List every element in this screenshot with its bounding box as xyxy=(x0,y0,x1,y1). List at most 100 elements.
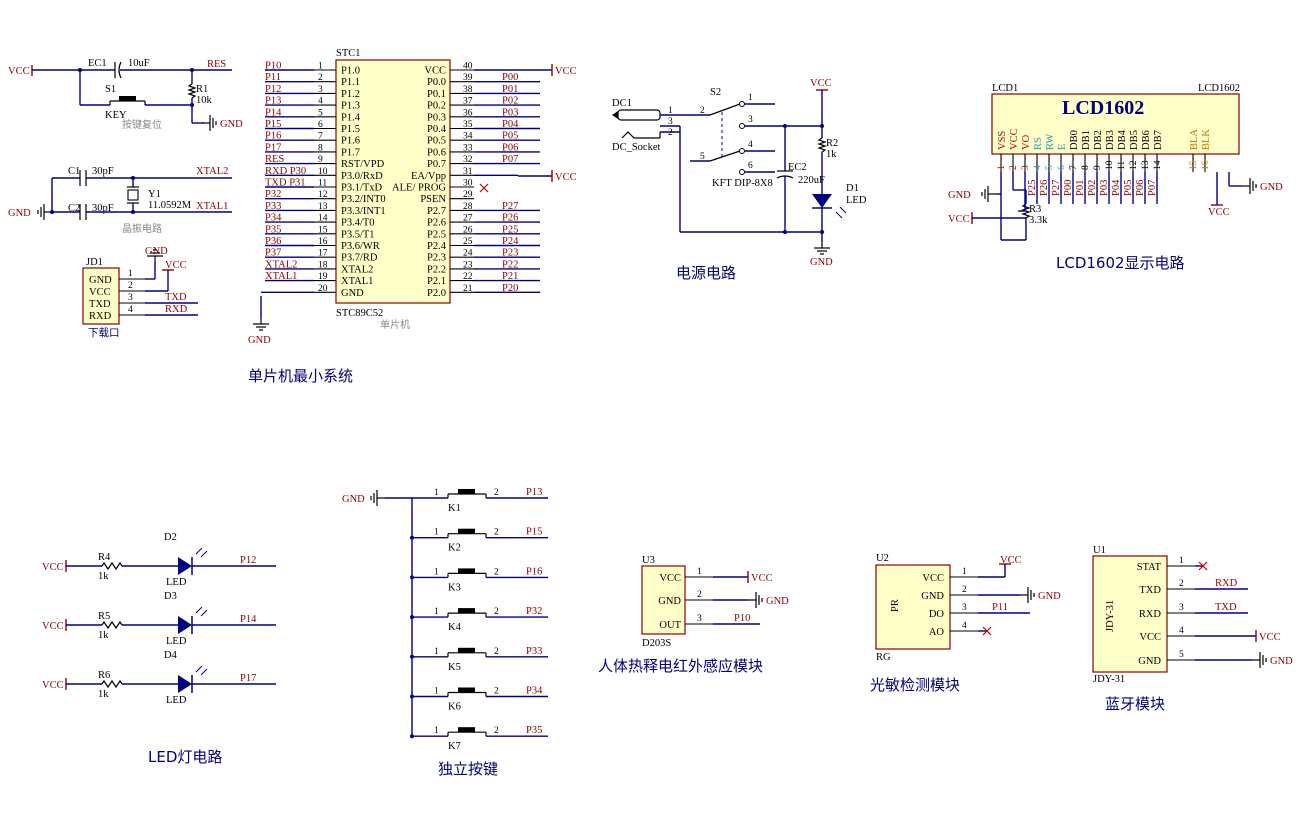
vcc-label: VCC xyxy=(948,214,970,225)
led-ref: D4 xyxy=(164,650,178,661)
mcu-net-label: P03 xyxy=(502,107,518,118)
led-ray xyxy=(200,550,208,558)
caption-mcu: 单片机最小系统 xyxy=(248,367,353,385)
jd1-pin-rxd: RXD xyxy=(89,311,112,322)
lcd-pin-number: 8 xyxy=(1081,165,1091,170)
mcu-net-label: RES xyxy=(265,154,284,165)
reset-note: 按键复位 xyxy=(122,118,162,131)
lcd-net-label: P27 xyxy=(1051,180,1062,196)
c1-value: 30pF xyxy=(92,166,114,177)
mcu-pin-number: 14 xyxy=(318,214,328,224)
mcu-pin-name: P1.7 xyxy=(341,147,360,158)
led-resistor-value: 1k xyxy=(98,689,109,700)
caption-power: 电源电路 xyxy=(676,264,736,282)
led-net-label: P14 xyxy=(240,614,257,625)
mcu-net-label: P00 xyxy=(502,72,518,83)
dc1-pin-3: 3 xyxy=(668,117,673,127)
bt-pin-number: 1 xyxy=(1179,556,1184,566)
xtal1-net: XTAL1 xyxy=(196,201,228,212)
mcu-pin-name: P3.0/RxD xyxy=(341,171,383,182)
key-ref: K1 xyxy=(448,503,461,514)
mcu-net-label: P10 xyxy=(265,61,281,72)
gnd-label: GND xyxy=(8,208,31,219)
mcu-pin-name: P2.4 xyxy=(427,241,447,252)
pir-pin-name: OUT xyxy=(659,620,681,631)
download-note: 下载口 xyxy=(88,327,120,339)
key-pin-1: 1 xyxy=(434,607,439,617)
gnd-label: GND xyxy=(1038,591,1061,602)
lcd-pin-number: 14 xyxy=(1153,160,1163,170)
s2-pin-5: 5 xyxy=(700,152,705,162)
mcu-pin-number: 5 xyxy=(318,108,323,118)
mcu-pin-number: 20 xyxy=(318,284,328,294)
key-ref: K7 xyxy=(448,741,461,752)
mcu-net-label: P12 xyxy=(265,84,281,95)
mcu-pin-name: P2.6 xyxy=(427,218,446,229)
led-ref: D3 xyxy=(164,591,177,602)
mcu-net-label: P16 xyxy=(265,131,281,142)
light-pin-name: VCC xyxy=(922,573,944,584)
mcu-pin-number: 36 xyxy=(463,108,473,118)
lcd-pin-number: 3 xyxy=(1021,165,1031,170)
led-resistor-ref: R5 xyxy=(98,611,110,622)
led-resistor-ref: R6 xyxy=(98,670,110,681)
mcu-pin-name: P1.3 xyxy=(341,101,360,112)
led-diode xyxy=(178,557,192,575)
mcu-net-label: XTAL2 xyxy=(265,259,297,270)
dc1-value: DC_Socket xyxy=(612,142,660,153)
u3-ref: U3 xyxy=(642,555,655,566)
led-value: LED xyxy=(166,695,187,706)
mcu-pin-number: 34 xyxy=(463,132,473,142)
mcu-pin-number: 27 xyxy=(463,214,473,224)
key-pin-1: 1 xyxy=(434,687,439,697)
mcu-pin-name: RST/VPD xyxy=(341,159,385,170)
key-pin-1: 1 xyxy=(434,647,439,657)
mcu-net-label: P17 xyxy=(265,142,281,153)
key-net-label: P13 xyxy=(526,487,542,498)
mcu-pin-name: P2.3 xyxy=(427,253,446,264)
mcu-net-label: P06 xyxy=(502,142,518,153)
y1-value: 11.0592M xyxy=(148,200,192,211)
mcu-pin-number: 9 xyxy=(318,155,323,165)
d1-ref: D1 xyxy=(846,183,859,194)
led-ray xyxy=(195,606,203,614)
led-resistor-value: 1k xyxy=(98,630,109,641)
bt-pin-number: 4 xyxy=(1179,626,1184,636)
lcd-pin-name: DB6 xyxy=(1141,130,1152,150)
mcu-net-label: P13 xyxy=(265,96,281,107)
jd1-pin-vcc: VCC xyxy=(89,287,111,298)
u1-part: JDY-31 xyxy=(1093,674,1125,685)
lcd-pin-name: BLK xyxy=(1201,129,1212,150)
caption-keys: 独立按键 xyxy=(438,760,498,778)
bt-pin-name: STAT xyxy=(1137,562,1162,573)
vcc-label: VCC xyxy=(1000,555,1022,566)
mcu-pin-number: 8 xyxy=(318,143,323,153)
key-pin-1: 1 xyxy=(434,528,439,538)
vcc-label: VCC xyxy=(42,562,64,573)
led-resistor-ref: R4 xyxy=(98,552,111,563)
mcu-pin-number: 18 xyxy=(318,260,328,270)
mcu-pin-number: 19 xyxy=(318,272,328,282)
pir-pin-name: GND xyxy=(658,596,681,607)
lcd-pin-name: RW xyxy=(1045,134,1056,150)
bt-net-label: RXD xyxy=(1215,578,1238,589)
key-pin-2: 2 xyxy=(494,567,499,577)
rxd-net: RXD xyxy=(165,304,188,315)
bt-pin-number: 3 xyxy=(1179,603,1184,613)
led-net-label: P12 xyxy=(240,555,256,566)
mcu-net-label: P23 xyxy=(502,248,518,259)
pir-pin-number: 1 xyxy=(697,567,702,577)
key-pin-1: 1 xyxy=(434,488,439,498)
light-pin-number: 1 xyxy=(962,567,967,577)
mcu-pin-number: 40 xyxy=(463,62,473,72)
mcu-pin-number: 30 xyxy=(463,179,473,189)
lcd-pin-number: 11 xyxy=(1117,161,1127,170)
lcd-pin-name: DB0 xyxy=(1069,130,1080,150)
led-resistor-value: 1k xyxy=(98,571,109,582)
led-ray xyxy=(200,668,208,676)
mcu-pin-name: P1.1 xyxy=(341,77,360,88)
u2-part: RG xyxy=(876,652,891,663)
r2-value: 1k xyxy=(826,149,837,160)
